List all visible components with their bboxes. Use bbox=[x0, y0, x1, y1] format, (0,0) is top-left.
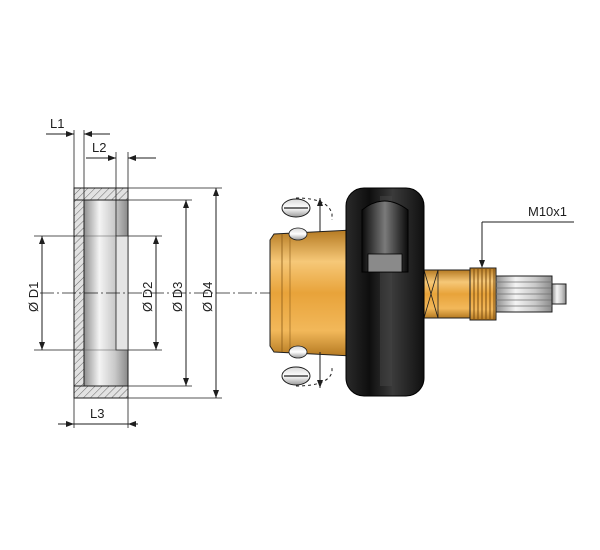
label-l3: L3 bbox=[90, 406, 104, 421]
label-l2: L2 bbox=[92, 140, 106, 155]
label-d1: Ø D1 bbox=[26, 282, 41, 312]
threaded-shaft bbox=[423, 267, 567, 321]
label-d3: Ø D3 bbox=[170, 282, 185, 312]
black-housing bbox=[345, 187, 425, 397]
label-d4: Ø D4 bbox=[200, 282, 215, 312]
dimension-l3 bbox=[58, 421, 138, 427]
dimension-d2 bbox=[153, 236, 159, 350]
dimension-d1 bbox=[39, 236, 45, 350]
top-screw bbox=[281, 198, 311, 241]
label-l1: L1 bbox=[50, 116, 64, 131]
bottom-screw bbox=[281, 345, 311, 386]
dimension-screw-span bbox=[317, 198, 323, 388]
brass-collet bbox=[269, 229, 353, 357]
dimension-l1 bbox=[46, 131, 110, 137]
dimension-d4 bbox=[213, 188, 219, 398]
thread-leader bbox=[479, 221, 574, 268]
label-d2: Ø D2 bbox=[140, 282, 155, 312]
label-thread: M10x1 bbox=[528, 204, 567, 219]
dimension-d3 bbox=[183, 200, 189, 386]
dimension-l2 bbox=[86, 155, 156, 161]
